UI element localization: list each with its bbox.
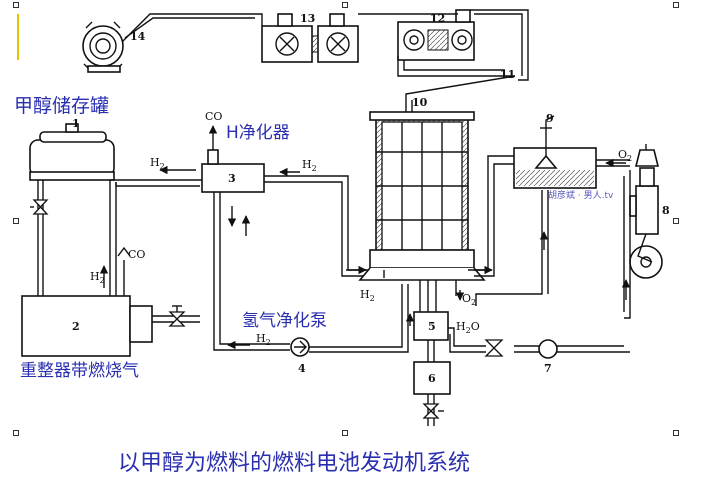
svg-text:10: 10: [412, 96, 428, 109]
svg-text:9: 9: [546, 112, 554, 125]
selection-handle-middle-left[interactable]: [13, 218, 19, 224]
selection-handle-middle-right[interactable]: [673, 218, 679, 224]
svg-text:O2: O2: [462, 292, 476, 307]
separator-5: [413, 311, 449, 341]
selection-handle-top-left[interactable]: [13, 2, 19, 8]
motor-14: [82, 21, 124, 73]
svg-text:8: 8: [662, 204, 670, 217]
valve-tank: [30, 199, 49, 215]
chemical-labels: H2 H2 CO CO H2 H2 H2 O2 O2 H2O: [90, 110, 632, 347]
svg-text:2: 2: [72, 320, 80, 333]
svg-text:12: 12: [430, 12, 445, 25]
compressor-unit-13: [261, 13, 359, 63]
svg-text:7: 7: [544, 362, 552, 375]
svg-text:4: 4: [298, 362, 306, 375]
svg-text:H2: H2: [150, 156, 165, 171]
caption: 以甲醇为燃料的燃料电池发动机系统: [118, 451, 470, 476]
water-tank-6: [413, 361, 451, 395]
valve-reformer: [168, 305, 186, 327]
selection-handle-bottom-middle[interactable]: [342, 430, 348, 436]
selection-handle-bottom-right[interactable]: [673, 430, 679, 436]
svg-text:H2: H2: [90, 270, 105, 285]
svg-text:H2O: H2O: [456, 320, 480, 335]
svg-text:11: 11: [500, 68, 515, 81]
label-h2-pump: 氢气净化泵: [242, 311, 327, 331]
water-reservoir-9: [513, 127, 597, 189]
expander-unit-12: [397, 9, 475, 61]
component-numbers: 1 2 3 4 5 6 7 8 9 10 11 12 13 14: [72, 12, 670, 385]
svg-text:3: 3: [228, 172, 236, 185]
fuel-cell-stack-10: [358, 111, 486, 281]
selection-handle-bottom-left[interactable]: [13, 430, 19, 436]
h2-pump-4: [290, 337, 310, 357]
label-h-purifier: H净化器: [226, 123, 290, 143]
valve-h2o: [484, 339, 504, 357]
svg-text:O2: O2: [618, 148, 632, 163]
svg-text:CO: CO: [205, 110, 222, 123]
svg-text:5: 5: [428, 320, 436, 333]
svg-text:6: 6: [428, 372, 436, 385]
svg-text:14: 14: [130, 30, 146, 43]
svg-text:H2: H2: [256, 332, 271, 347]
selection-handle-top-right[interactable]: [673, 2, 679, 8]
svg-text:13: 13: [300, 12, 315, 25]
label-reformer: 重整器带燃烧气: [20, 361, 139, 381]
svg-text:1: 1: [72, 117, 80, 130]
methanol-tank-1: [29, 123, 115, 181]
selection-handle-top-middle[interactable]: [342, 2, 348, 8]
svg-text:CO: CO: [128, 248, 145, 261]
valve-drain: [422, 403, 444, 419]
h2-purifier-3: [201, 149, 265, 193]
reformer-2: [21, 295, 153, 357]
svg-text:H2: H2: [360, 288, 375, 303]
svg-text:H2: H2: [302, 158, 317, 173]
air-compressor-8: [629, 144, 663, 279]
watermark: 胡彦斌 · 男人.tv: [548, 189, 614, 201]
label-methanol-tank: 甲醇储存罐: [14, 95, 109, 117]
water-pump-7: [538, 339, 558, 359]
